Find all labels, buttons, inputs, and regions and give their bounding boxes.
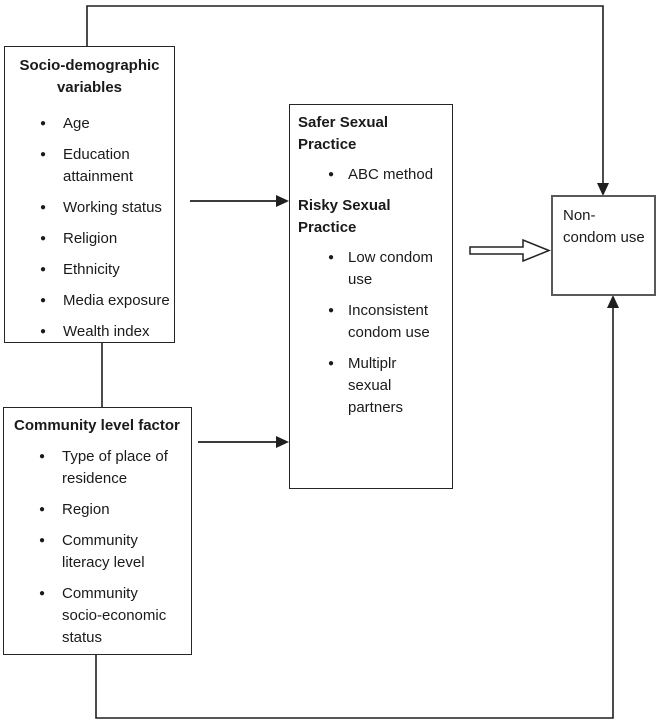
bullet-icon: ●	[327, 305, 335, 316]
bullet-icon: ●	[38, 451, 46, 462]
bullet-icon: ●	[39, 202, 47, 213]
list-item-label: Multiplr sexual partners	[348, 355, 404, 416]
arrow-community-to-practice	[198, 436, 289, 448]
list-item-label: Religion	[63, 230, 118, 247]
list-item: ● Multiplr sexual partners	[326, 353, 444, 419]
list-item: ● Age	[38, 113, 174, 135]
bullet-icon: ●	[38, 588, 46, 599]
list-item: ● Religion	[38, 228, 174, 250]
safer-practice-item-list: ● ABC method	[326, 164, 444, 186]
list-item: ● Community literacy level	[37, 530, 181, 574]
list-item-label: Community socio-economic status	[62, 585, 167, 646]
list-item: ● Inconsistent condom use	[326, 300, 444, 344]
bullet-icon: ●	[39, 326, 47, 337]
bullet-icon: ●	[38, 535, 46, 546]
bullet-icon: ●	[38, 504, 46, 515]
risky-practice-title: Risky Sexual Practice	[298, 197, 391, 236]
list-item-label: Ethnicity	[63, 261, 120, 278]
community-box-title: Community level factor	[14, 417, 180, 434]
risky-practice-item-list: ● Low condom use ● Inconsistent condom u…	[326, 247, 444, 419]
bullet-icon: ●	[39, 118, 47, 129]
list-item: ● Ethnicity	[38, 259, 174, 281]
list-item: ● Type of place of residence	[37, 446, 181, 490]
community-item-list: ● Type of place of residence ● Region ● …	[37, 446, 181, 649]
list-item: ● Community socio-economic status	[37, 583, 181, 649]
list-item: ● Low condom use	[326, 247, 444, 291]
bullet-icon: ●	[39, 295, 47, 306]
arrowhead-up-icon	[607, 295, 619, 308]
outcome-box-title: Non-condom use	[563, 207, 645, 246]
list-item: ● Education attainment	[38, 144, 174, 188]
list-item-label: Education attainment	[63, 146, 134, 185]
list-item-label: Wealth index	[63, 323, 150, 340]
bullet-icon: ●	[327, 252, 335, 263]
sociodemographic-box-title: Socio-demographic variables	[19, 57, 160, 96]
sexual-practice-box: Safer Sexual Practice ● ABC method Risky…	[289, 104, 453, 489]
list-item-label: Community literacy level	[62, 532, 145, 571]
list-item: ● Media exposure	[38, 290, 174, 312]
sociodemographic-item-list: ● Age ● Education attainment ● Working s…	[38, 113, 174, 343]
bullet-icon: ●	[39, 264, 47, 275]
list-item: ● Region	[37, 499, 181, 521]
block-arrow-practice-to-outcome	[469, 238, 552, 263]
list-item-label: Low condom use	[348, 249, 434, 288]
list-item: ● ABC method	[326, 164, 444, 186]
list-item: ● Working status	[38, 197, 174, 219]
list-item-label: Type of place of residence	[62, 448, 168, 487]
bullet-icon: ●	[327, 358, 335, 369]
safer-practice-title: Safer Sexual Practice	[298, 114, 389, 153]
list-item-label: Age	[63, 115, 90, 132]
sociodemographic-variables-box: Socio-demographic variables ● Age ● Educ…	[4, 46, 175, 343]
list-item-label: Media exposure	[63, 292, 170, 309]
bullet-icon: ●	[39, 149, 47, 160]
non-condom-use-box: Non-condom use	[551, 195, 656, 296]
bullet-icon: ●	[39, 233, 47, 244]
community-level-factor-box: Community level factor ● Type of place o…	[3, 407, 192, 655]
bullet-icon: ●	[327, 169, 335, 180]
list-item-label: Working status	[63, 199, 162, 216]
list-item-label: Region	[62, 501, 110, 518]
arrowhead-right-icon	[276, 195, 289, 207]
list-item-label: Inconsistent condom use	[348, 302, 430, 341]
arrowhead-right-icon	[276, 436, 289, 448]
list-item-label: ABC method	[348, 166, 434, 183]
arrow-sociodem-to-practice	[190, 195, 289, 207]
list-item: ● Wealth index	[38, 321, 174, 343]
